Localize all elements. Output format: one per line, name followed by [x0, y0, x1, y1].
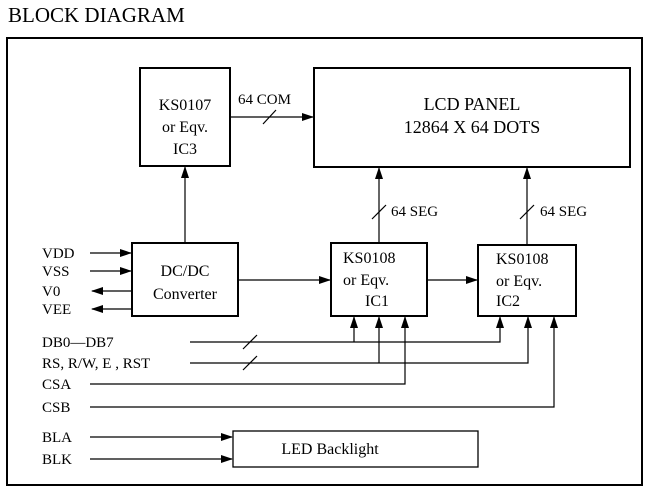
ctrl-bus-slash [242, 355, 258, 371]
ic2-line3: IC2 [496, 293, 520, 310]
db-bus-to-ic2 [190, 316, 504, 343]
led-backlight-label: LED Backlight [281, 441, 379, 458]
ic1-line3: IC1 [365, 293, 389, 310]
signal-ctrl-label: RS, R/W, E , RST [42, 356, 150, 372]
diagram-title: BLOCK DIAGRAM [8, 3, 185, 27]
ic2-line2: or Eqv. [496, 273, 542, 290]
ks0107-line1: KS0107 [159, 97, 211, 114]
lcd-line1: LCD PANEL [424, 94, 521, 114]
ic2-block: KS0108 or Eqv. IC2 [477, 244, 577, 317]
seg1-bus-label: 64 SEG [391, 204, 438, 220]
led-backlight-block: LED Backlight [232, 430, 479, 468]
seg2-bus-label: 64 SEG [540, 204, 587, 220]
ks0107-line2: or Eqv. [162, 119, 208, 136]
ks0107-block: KS0107 or Eqv. IC3 [139, 67, 231, 167]
signal-csa-label: CSA [42, 377, 71, 393]
dcdc-line2: Converter [153, 286, 218, 303]
signal-vdd-label: VDD [42, 246, 75, 262]
com-bus-label: 64 COM [238, 92, 291, 108]
csa-to-ic1 [90, 316, 409, 385]
ctrl-bus-to-ic2 [190, 316, 532, 364]
db-bus-slash [242, 334, 258, 350]
com-bus-slash [262, 109, 277, 125]
signal-csb-label: CSB [42, 400, 70, 416]
signal-vss-label: VSS [42, 264, 70, 280]
dcdc-converter-block: DC/DC Converter [131, 242, 239, 317]
outer-frame [6, 37, 643, 486]
ic1-line2: or Eqv. [343, 272, 389, 289]
csb-to-ic2 [90, 316, 558, 408]
signal-v0-label: V0 [42, 284, 60, 300]
ic2-line1: KS0108 [496, 251, 548, 268]
signal-db-label: DB0—DB7 [42, 335, 114, 351]
lcd-line2: 12864 X 64 DOTS [404, 117, 541, 137]
seg2-bus-slash [519, 204, 535, 220]
ks0107-line3: IC3 [173, 141, 197, 158]
signal-blk-label: BLK [42, 452, 72, 468]
seg1-bus-slash [371, 204, 387, 220]
ic1-line1: KS0108 [343, 250, 395, 267]
signal-bla-label: BLA [42, 430, 72, 446]
lcd-panel-block: LCD PANEL 12864 X 64 DOTS [313, 67, 631, 168]
ic1-block: KS0108 or Eqv. IC1 [330, 242, 428, 317]
signal-vee-label: VEE [42, 302, 71, 318]
dcdc-line1: DC/DC [161, 263, 210, 280]
